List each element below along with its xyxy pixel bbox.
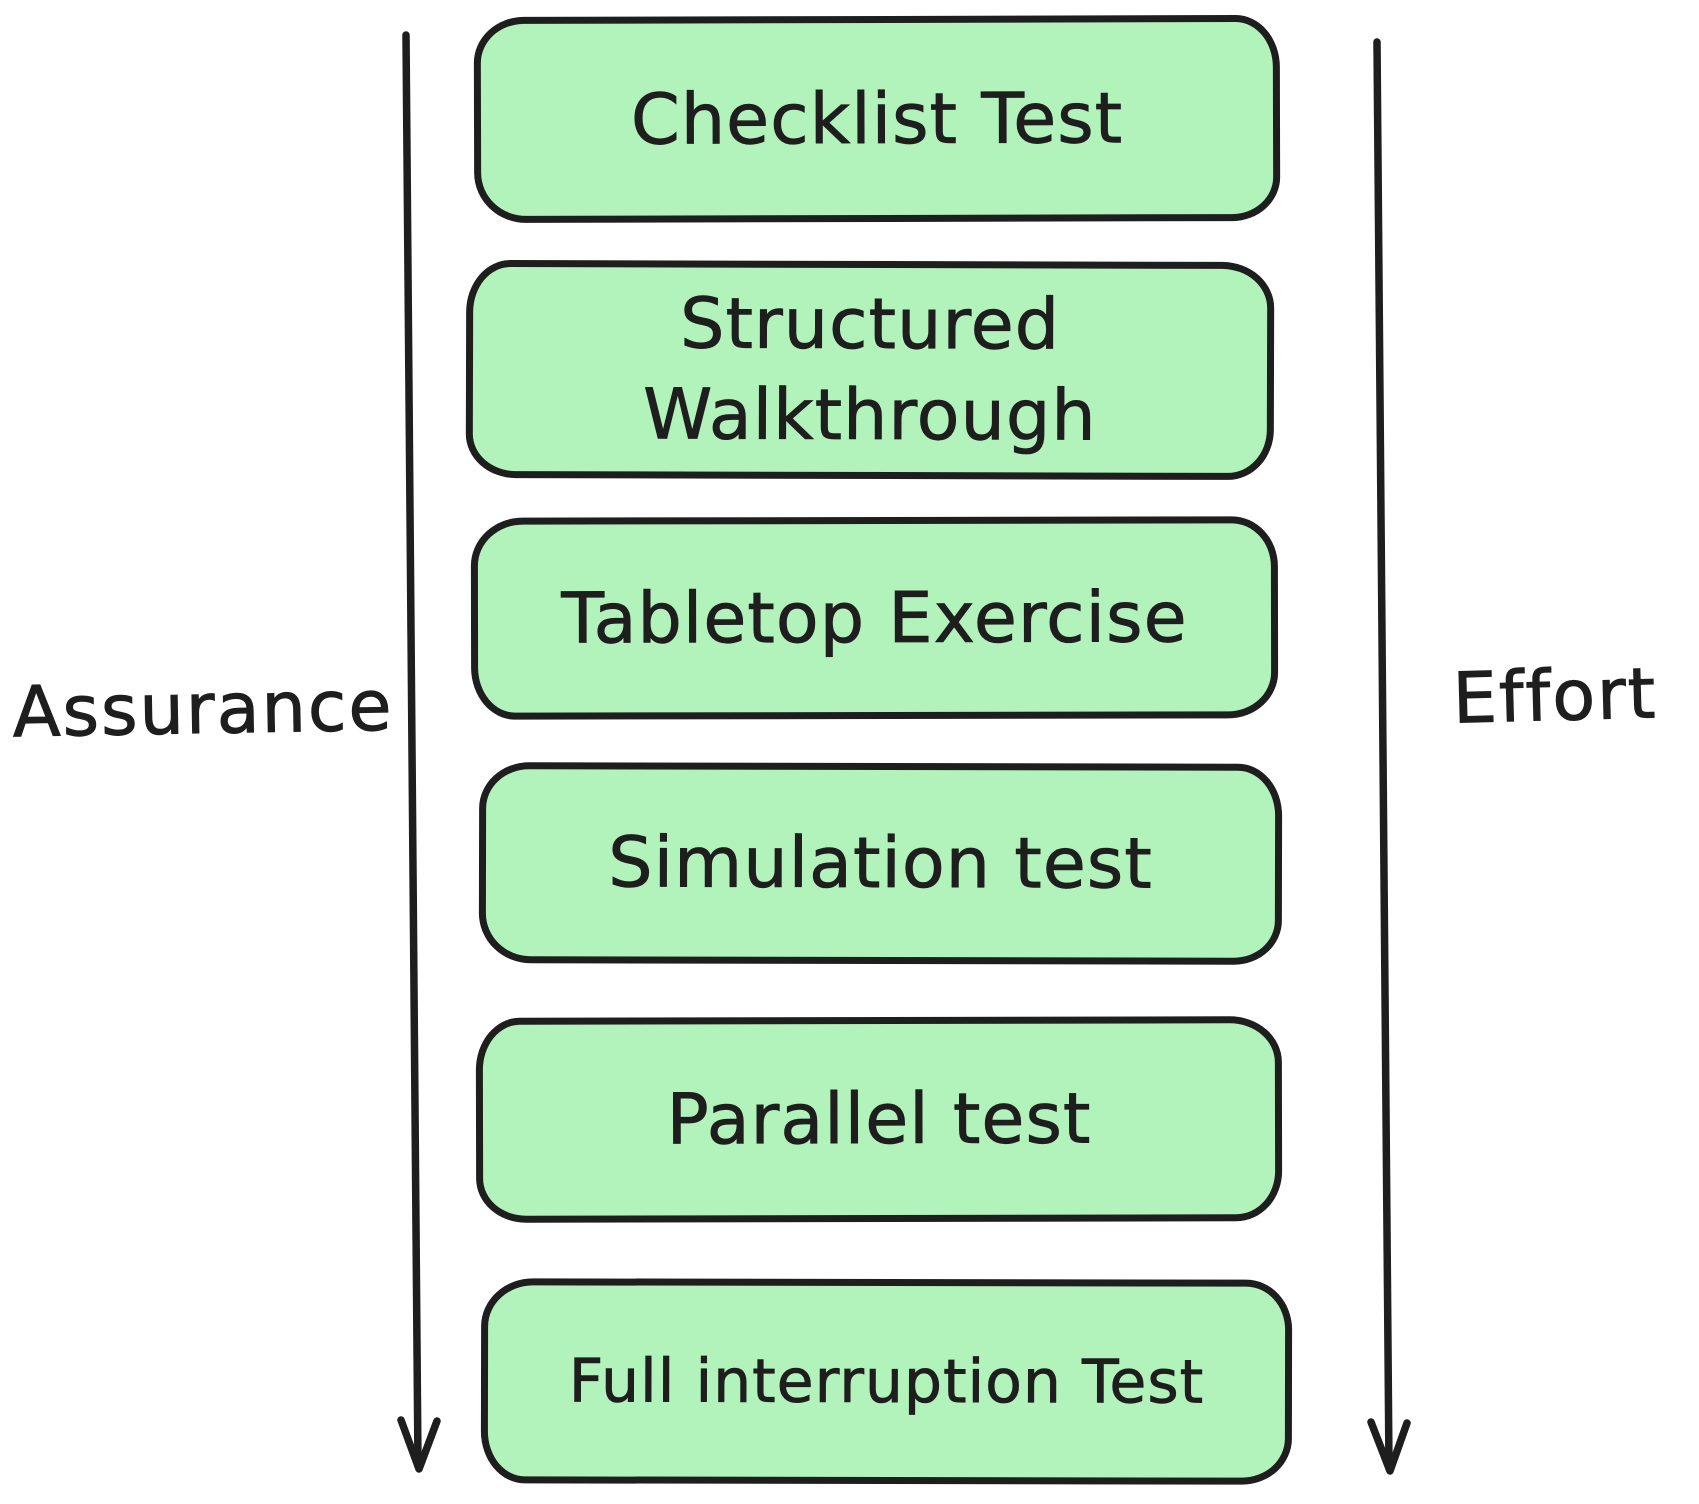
box-simulation-test: Simulation test — [478, 762, 1283, 965]
effort-axis-label: Effort — [1451, 652, 1659, 740]
box-full-interruption-test: Full interruption Test — [480, 1278, 1293, 1485]
effort-down-arrow-icon — [1367, 38, 1411, 1475]
box-structured-walkthrough-label: Structured Walkthrough — [642, 282, 1098, 457]
assurance-axis-label: Assurance — [11, 664, 395, 754]
box-checklist-test: Checklist Test — [473, 14, 1281, 224]
box-parallel-test-label: Parallel test — [666, 1077, 1092, 1161]
box-tabletop-exercise-label: Tabletop Exercise — [561, 575, 1188, 660]
box-tabletop-exercise: Tabletop Exercise — [470, 516, 1279, 720]
box-structured-walkthrough: Structured Walkthrough — [465, 259, 1275, 481]
box-checklist-test-label: Checklist Test — [630, 76, 1124, 161]
assurance-down-arrow-icon — [397, 31, 441, 1473]
box-simulation-test-label: Simulation test — [608, 821, 1154, 905]
box-full-interruption-test-label: Full interruption Test — [568, 1345, 1205, 1418]
box-parallel-test: Parallel test — [475, 1016, 1283, 1223]
